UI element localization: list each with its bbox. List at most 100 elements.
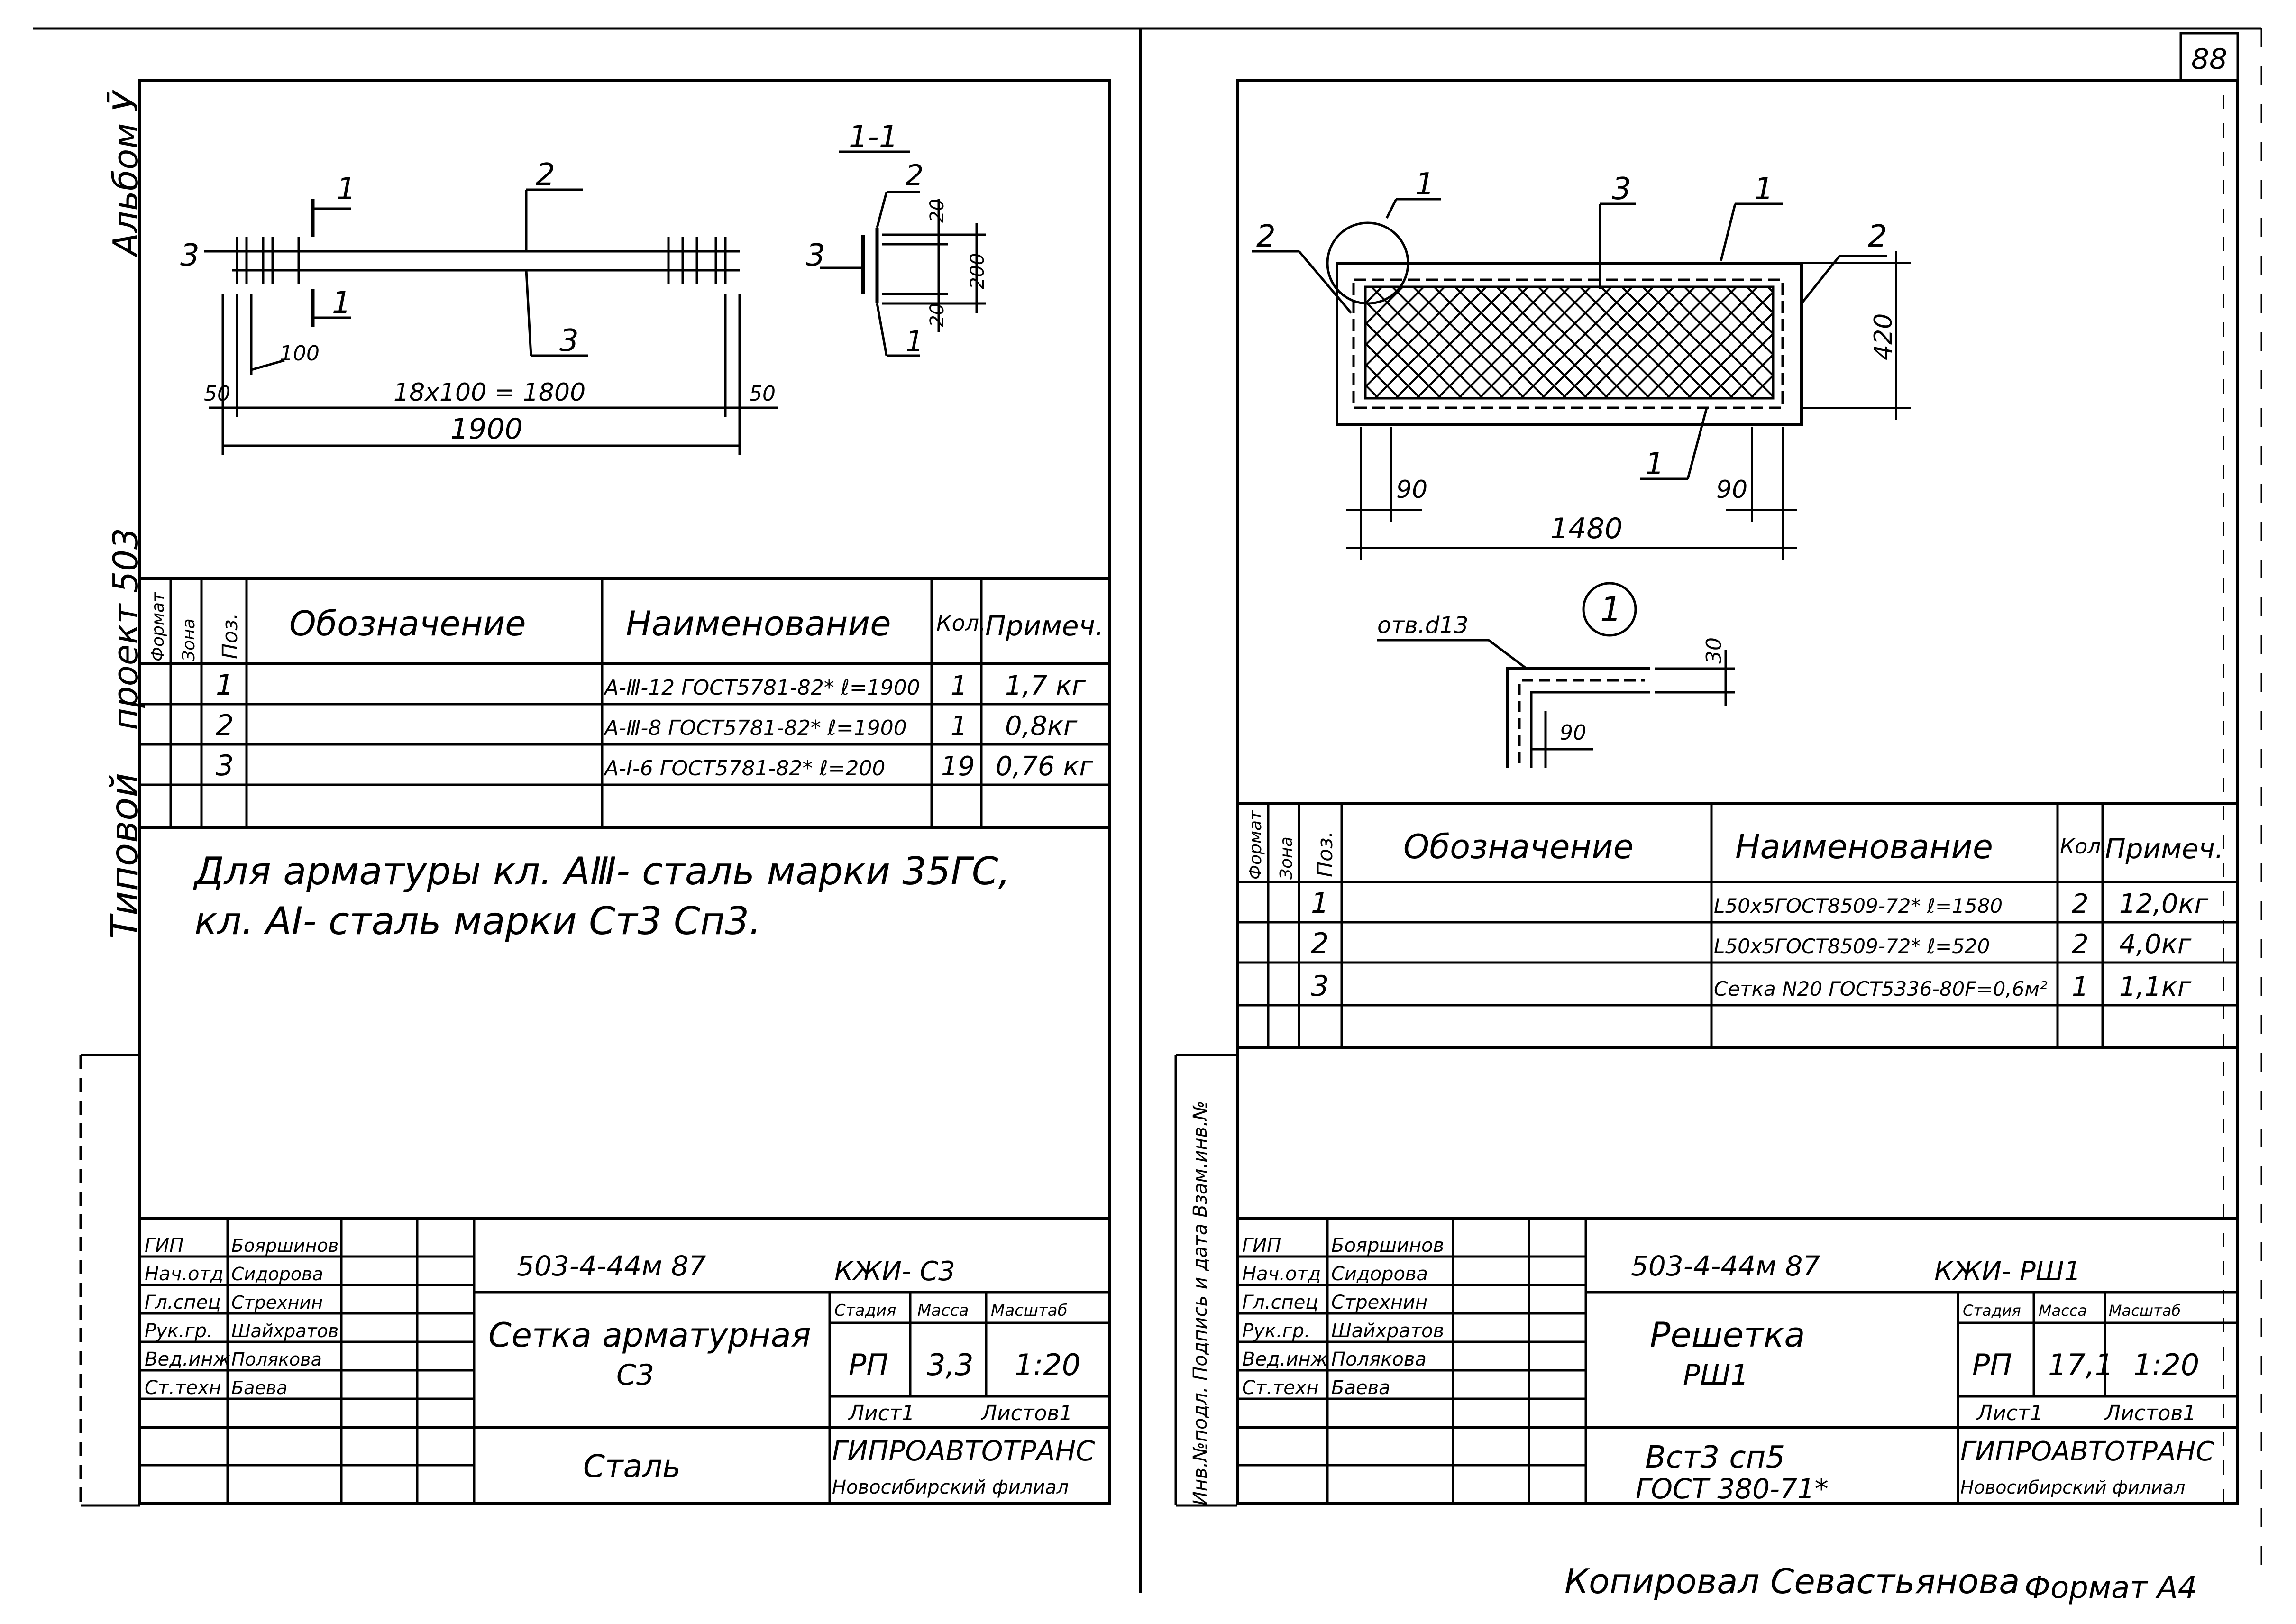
tb1-name-5: Баева bbox=[231, 1377, 287, 1398]
copied-by: Копировал Севастьянова bbox=[1564, 1561, 2020, 1601]
tb1-role-1: Нач.отд bbox=[145, 1263, 223, 1285]
tb1-role-5: Ст.техн bbox=[145, 1377, 221, 1399]
tb2-doc-code: 503-4-44м 87 bbox=[1631, 1250, 1820, 1282]
node-dim-30: 30 bbox=[1702, 637, 1726, 664]
g-callout-1-bottom: 1 bbox=[1645, 447, 1665, 482]
tb2-name-1: Сидорова bbox=[1331, 1263, 1428, 1285]
row3-note: 0,76 кг bbox=[996, 751, 1093, 782]
g-callout-2-right: 2 bbox=[1868, 219, 1887, 254]
row2-note: 0,8кг bbox=[1005, 711, 1078, 742]
callout-1-sec-top: 1 bbox=[337, 172, 356, 207]
tb2-name-2: Стрехнин bbox=[1331, 1292, 1427, 1313]
tb1-stage: РП bbox=[849, 1348, 888, 1382]
g-dim-420: 420 bbox=[1869, 313, 1898, 360]
tb1-branch: Новосибирский филиал bbox=[832, 1477, 1069, 1498]
g-dim-1480: 1480 bbox=[1550, 512, 1623, 545]
tb2-sheet-code: КЖИ- РШ1 bbox=[1934, 1256, 2081, 1287]
tb1-role-4: Вед.инж bbox=[145, 1349, 230, 1370]
tb2-scale: 1:20 bbox=[2133, 1348, 2199, 1382]
hdr2-zone: Зона bbox=[1277, 836, 1296, 880]
tb1-scale-h: Масштаб bbox=[991, 1301, 1068, 1320]
r2row3-pos: 3 bbox=[1311, 970, 1329, 1003]
hdr-zone: Зона bbox=[179, 618, 199, 661]
tb2-name-4: Полякова bbox=[1331, 1349, 1427, 1370]
r2row1-pos: 1 bbox=[1311, 887, 1329, 920]
tb1-sheets: Листов1 bbox=[980, 1401, 1072, 1425]
tb1-name-4: Полякова bbox=[231, 1349, 322, 1370]
callout-3-plan: 3 bbox=[180, 238, 200, 273]
r2row3-qty: 1 bbox=[2072, 972, 2089, 1002]
r2row3-note: 1,1кг bbox=[2119, 972, 2192, 1002]
g-dim-90-left: 90 bbox=[1396, 476, 1427, 504]
node-1-labels: 1 отв.d13 30 90 bbox=[1377, 589, 1726, 745]
sheet2-frame bbox=[1174, 79, 2239, 1507]
tb1-material: Сталь bbox=[583, 1448, 681, 1485]
hdr2-pos: Поз. bbox=[1313, 831, 1337, 877]
tb2-sheet: Лист1 bbox=[1976, 1401, 2043, 1425]
tb1-name-3: Шайхратов bbox=[231, 1321, 338, 1341]
tb1-name-0: Бояршинов bbox=[231, 1235, 338, 1256]
tb1-stage-h: Стадия bbox=[834, 1301, 896, 1320]
sec-dim-20-top: 20 bbox=[926, 199, 948, 223]
tb1-title2: С3 bbox=[616, 1358, 654, 1392]
section-1-1 bbox=[820, 150, 986, 357]
steel-note-line2: кл. AⅠ- сталь марки Ст3 Сп3. bbox=[194, 899, 761, 943]
dim-100: 100 bbox=[280, 341, 320, 366]
spec-table-1-rows: 1 A-Ⅲ-12 ГОСТ5781-82* ℓ=1900 1 1,7 кг 2 … bbox=[216, 669, 1093, 782]
tb2-mass-h: Масса bbox=[2039, 1302, 2087, 1320]
title-block-1-grid bbox=[140, 1217, 1109, 1503]
tb2-role-5: Ст.техн bbox=[1242, 1377, 1319, 1399]
g-callout-1-right: 1 bbox=[1754, 172, 1774, 207]
tb2-branch: Новосибирский филиал bbox=[1960, 1477, 2185, 1498]
g-dim-90-right: 90 bbox=[1716, 476, 1747, 504]
tb2-name-0: Бояршинов bbox=[1331, 1235, 1444, 1257]
dim-18x100: 18х100 = 1800 bbox=[393, 378, 585, 407]
row2-qty: 1 bbox=[951, 711, 968, 742]
r2row2-note: 4,0кг bbox=[2119, 929, 2192, 960]
tb1-mass: 3,3 bbox=[927, 1348, 974, 1382]
sheet1-frame bbox=[79, 79, 1111, 1507]
tb1-role-3: Рук.гр. bbox=[145, 1320, 213, 1342]
tb2-role-2: Гл.спец bbox=[1242, 1292, 1318, 1313]
row3-name: A-Ⅰ-6 ГОСТ5781-82* ℓ=200 bbox=[603, 756, 885, 780]
side-stamp-right: Инв.№подл. Подпись и дата Взам.инв.№ bbox=[1189, 1101, 1211, 1505]
spec-table-2-rows: 1 L50х5ГОСТ8509-72* ℓ=1580 2 12,0кг 2 L5… bbox=[1311, 887, 2209, 1003]
mesh-c3-plan bbox=[204, 188, 778, 455]
tb1-role-0: ГИП bbox=[145, 1235, 183, 1257]
tb1-org: ГИПРОАВТОТРАНС bbox=[832, 1435, 1095, 1467]
node-1-detail bbox=[1377, 582, 1735, 768]
section-title: 1-1 bbox=[849, 119, 898, 155]
hole-label: отв.d13 bbox=[1377, 612, 1468, 639]
g-callout-1-top: 1 bbox=[1415, 167, 1435, 202]
tb1-scale: 1:20 bbox=[1015, 1348, 1080, 1382]
tb2-mass: 17,1 bbox=[2048, 1348, 2113, 1382]
tb2-material2: ГОСТ 380-71* bbox=[1636, 1473, 1829, 1505]
row1-name: A-Ⅲ-12 ГОСТ5781-82* ℓ=1900 bbox=[603, 676, 920, 700]
tb2-sheets: Листов1 bbox=[2104, 1401, 2196, 1425]
row1-qty: 1 bbox=[951, 670, 968, 701]
callout-1-sec: 1 bbox=[906, 325, 924, 358]
title-block-1-text: ГИП Нач.отд Гл.спец Рук.гр. Вед.инж Ст.т… bbox=[145, 1235, 1095, 1498]
side-stamp: Альбом Ӯ проект 503 Типовой bbox=[102, 90, 146, 939]
tb1-name-2: Стрехнин bbox=[231, 1292, 323, 1313]
hdr-designation: Обозначение bbox=[289, 604, 526, 643]
stamp-typical: Типовой bbox=[102, 773, 146, 939]
tb1-name-1: Сидорова bbox=[231, 1264, 323, 1285]
callout-3-sec: 3 bbox=[806, 238, 825, 273]
r2row2-pos: 2 bbox=[1311, 927, 1329, 960]
sec-dim-200: 200 bbox=[967, 253, 988, 289]
spec-table-1-grid bbox=[140, 577, 1109, 829]
hdr2-designation: Обозначение bbox=[1403, 827, 1634, 866]
tb1-role-2: Гл.спец bbox=[145, 1292, 221, 1313]
tb2-title: Решетка bbox=[1650, 1315, 1805, 1355]
tb2-role-4: Вед.инж bbox=[1242, 1349, 1328, 1370]
tb2-stage-h: Стадия bbox=[1963, 1302, 2021, 1320]
row3-pos: 3 bbox=[216, 749, 234, 782]
dim-1900: 1900 bbox=[450, 413, 523, 446]
tb2-name-3: Шайхратов bbox=[1331, 1320, 1444, 1342]
mesh-c3-labels: 3 1 1 2 3 100 50 50 18х100 = 1800 1900 bbox=[180, 157, 776, 446]
spec-table-2-headers: Формат Зона Поз. Обозначение Наименовани… bbox=[1246, 810, 2223, 880]
outer-frame bbox=[33, 27, 2262, 1593]
r2row2-qty: 2 bbox=[2072, 929, 2089, 960]
tb1-sheet: Лист1 bbox=[848, 1401, 915, 1425]
